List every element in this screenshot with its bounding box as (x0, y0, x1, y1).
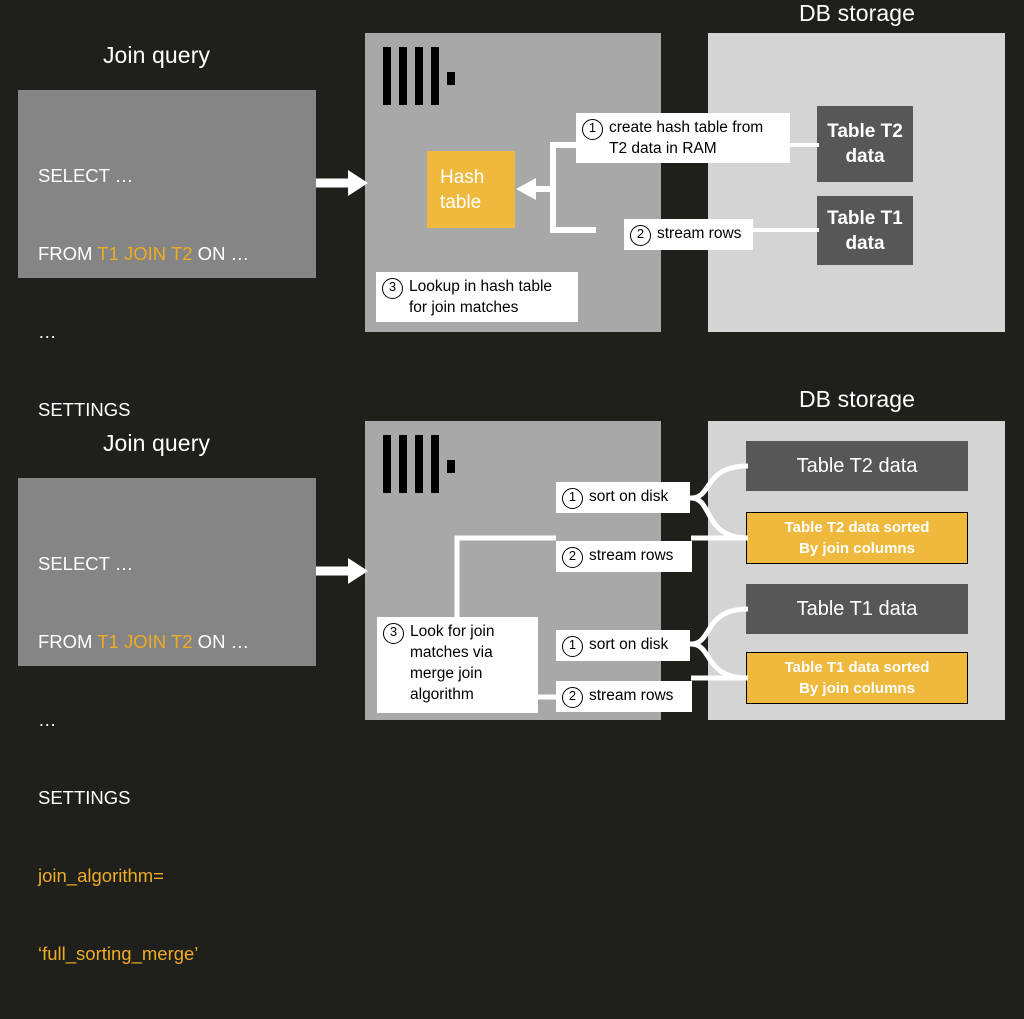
callout-number: 3 (383, 623, 404, 644)
callout-text: sort on disk (589, 488, 669, 505)
bottom-table-t2-data-box: Table T2 data (746, 441, 968, 491)
sql-on-clause: ON … (192, 243, 250, 264)
sql-line-from: FROM (38, 631, 98, 652)
sql-line-from: FROM (38, 243, 98, 264)
callout-text: stream rows (589, 687, 674, 704)
bottom-table-t1-data-box: Table T1 data (746, 584, 968, 634)
top-callout-3: 3 Lookup in hash table for join matches (376, 272, 578, 322)
top-join-query-heading: Join query (102, 42, 211, 68)
callout-text: Lookup in hash table for join matches (409, 278, 553, 316)
sql-join-algorithm-key: join_algorithm= (38, 865, 164, 886)
callout-number: 2 (562, 687, 583, 708)
callout-text: sort on disk (589, 636, 669, 653)
sql-join-tables: T1 JOIN T2 (97, 631, 193, 652)
bottom-db-storage-heading: DB storage (798, 386, 916, 412)
sql-line-settings: SETTINGS (38, 787, 131, 808)
top-db-storage-heading: DB storage (798, 0, 916, 26)
sql-on-clause: ON … (192, 631, 250, 652)
callout-text: stream rows (657, 225, 742, 242)
top-join-query-card: SELECT … FROM T1 JOIN T2 ON … … SETTINGS… (18, 90, 316, 498)
bottom-join-query-heading: Join query (102, 430, 211, 456)
callout-number: 2 (630, 225, 651, 246)
callout-number: 3 (382, 278, 403, 299)
callout-text: create hash table from T2 data in RAM (609, 119, 764, 157)
callout-number: 1 (562, 488, 583, 509)
sql-line-select: SELECT … (38, 165, 134, 186)
sql-line-ellipsis: … (38, 321, 57, 342)
bottom-join-query-card: SELECT … FROM T1 JOIN T2 ON … … SETTINGS… (18, 478, 316, 964)
sql-join-tables: T1 JOIN T2 (97, 243, 193, 264)
bottom-table-t2-sorted-box: Table T2 data sorted By join columns (746, 512, 968, 564)
bottom-query-sql: SELECT … FROM T1 JOIN T2 ON … … SETTINGS… (38, 499, 249, 1019)
sql-line-ellipsis: … (38, 709, 57, 730)
bottom-callout-2-stream-t1: 2 stream rows (556, 681, 692, 712)
top-table-t2-data-box: Table T2 data (817, 106, 913, 182)
callout-number: 1 (582, 119, 603, 140)
sql-line-select: SELECT … (38, 553, 134, 574)
diagram-canvas: Join query DB storage SELECT … FROM T1 J… (18, 0, 1005, 964)
top-table-t1-data-box: Table T1 data (817, 196, 913, 265)
top-storage-panel (708, 33, 1005, 332)
sql-line-settings: SETTINGS (38, 399, 131, 420)
callout-number: 1 (562, 636, 583, 657)
top-callout-2: 2 stream rows (624, 219, 753, 250)
sql-join-algorithm-value: ‘full_sorting_merge’ (38, 943, 199, 964)
clickhouse-logo-icon (383, 435, 455, 493)
hash-table-box: Hash table (427, 151, 515, 228)
bottom-callout-1-sort-t2: 1 sort on disk (556, 482, 690, 513)
callout-text: Look for join matches via merge join alg… (410, 623, 495, 703)
bottom-callout-2-stream-t2: 2 stream rows (556, 541, 692, 572)
clickhouse-logo-icon (383, 47, 455, 105)
top-callout-1: 1 create hash table from T2 data in RAM (576, 113, 790, 163)
callout-number: 2 (562, 547, 583, 568)
callout-text: stream rows (589, 547, 674, 564)
bottom-callout-3-merge-join: 3 Look for join matches via merge join a… (377, 617, 538, 713)
bottom-callout-1-sort-t1: 1 sort on disk (556, 630, 690, 661)
bottom-table-t1-sorted-box: Table T1 data sorted By join columns (746, 652, 968, 704)
